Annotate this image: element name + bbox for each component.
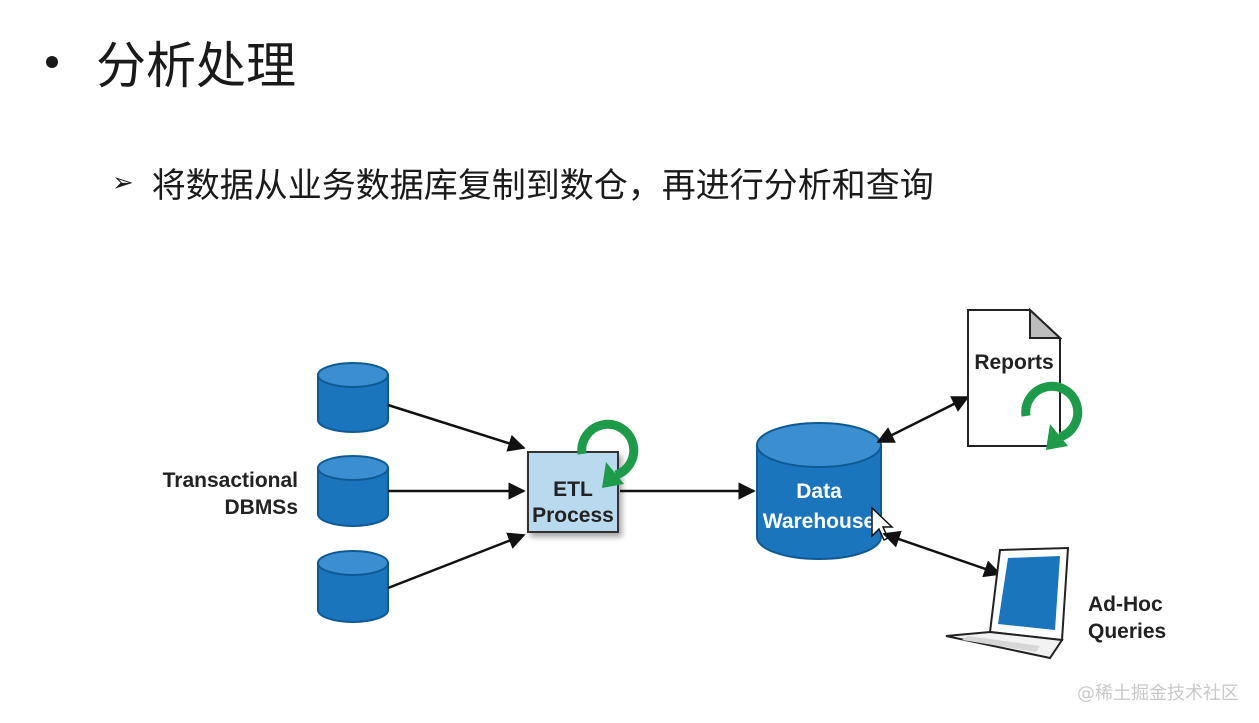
bullet-icon [46, 56, 58, 68]
transactional-label-line2: DBMSs [224, 496, 298, 519]
arrow-warehouse-adhoc [882, 530, 1002, 578]
reports-refresh-icon [1021, 381, 1083, 450]
etl-label-line1: ETL [553, 478, 593, 501]
arrow-warehouse-reports [876, 395, 970, 444]
warehouse-label-line1: Data [796, 480, 842, 503]
reports-label: Reports [974, 351, 1053, 374]
laptop-icon [945, 546, 1070, 660]
etl-process-box: ETL Process [527, 451, 619, 533]
arrow-db3-to-etl [387, 532, 526, 590]
arrow-bullet-icon: ➢ [112, 167, 134, 198]
slide-title: 分析处理 [38, 26, 296, 98]
transactional-db-3-icon [317, 550, 389, 623]
adhoc-label-line1: Ad-Hoc [1088, 593, 1163, 616]
watermark: @稀土掘金技术社区 [1077, 683, 1239, 704]
warehouse-label-line2: Warehouse [763, 510, 875, 533]
slide-subtitle: ➢ 将数据从业务数据库复制到数仓，再进行分析和查询 [112, 158, 934, 207]
arrow-db1-to-etl [387, 403, 526, 452]
transactional-db-1-icon [317, 362, 389, 433]
transactional-db-2-icon [317, 455, 389, 527]
slide-title-text: 分析处理 [96, 37, 296, 95]
etl-label-line2: Process [532, 504, 614, 527]
slide-subtitle-text: 将数据从业务数据库复制到数仓，再进行分析和查询 [151, 166, 934, 206]
adhoc-label-line2: Queries [1088, 620, 1166, 643]
reports-document-icon: Reports [967, 307, 1063, 447]
transactional-label-line1: Transactional [163, 469, 298, 492]
etl-refresh-icon [577, 419, 639, 488]
data-warehouse-icon: Data Warehouse [756, 422, 882, 560]
